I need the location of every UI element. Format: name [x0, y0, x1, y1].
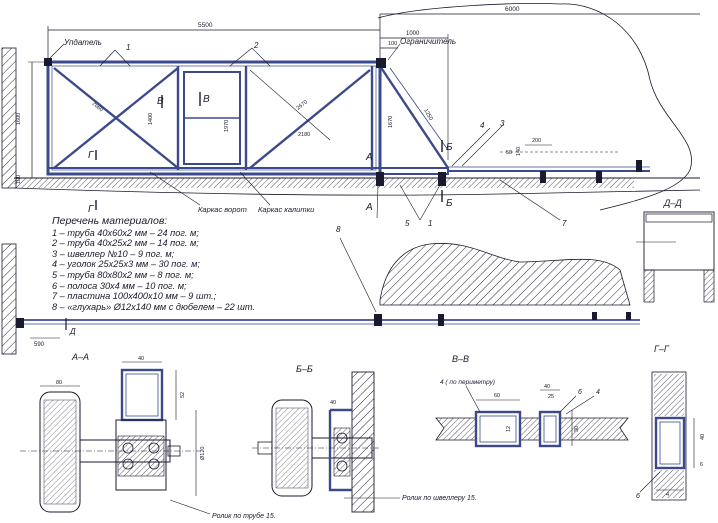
- dim-1250: 1250: [422, 108, 433, 122]
- frame-wicket-label: Каркас калитки: [258, 205, 315, 214]
- dim-100a: 100: [388, 41, 397, 47]
- dim-40d: 40: [700, 434, 706, 440]
- section-g-g-title: Г–Г: [654, 344, 670, 354]
- bottom-rail: [47, 167, 449, 175]
- section-g-top: Г: [88, 150, 95, 161]
- dim-6: 6: [700, 462, 703, 468]
- callout-4-vv: 4: [596, 389, 600, 396]
- section-a-bottom: А: [365, 202, 373, 213]
- dim-200: 200: [532, 138, 541, 144]
- section-g-bottom: Г: [88, 204, 95, 215]
- dim-1600: 1600: [16, 113, 22, 125]
- dim-1400: 1400: [148, 113, 154, 125]
- dim-400: Ø120: [200, 447, 206, 460]
- callout-8: 8: [336, 225, 341, 234]
- material-item: 8 – «глухарь» Ø12х140 мм с дюбелем – 22 …: [52, 301, 256, 312]
- material-item: 3 – швеллер №10 – 9 пог. м;: [52, 248, 175, 259]
- callout-1: 1: [126, 43, 130, 52]
- dim-1670: 1670: [388, 116, 394, 128]
- dim-30: 30: [574, 426, 580, 432]
- dim-50: 50: [506, 150, 512, 156]
- dim-12: 12: [506, 426, 512, 432]
- roller-channel-label: Ролик по швеллеру 15.: [402, 495, 477, 502]
- callout-6-gg: 6: [636, 493, 640, 500]
- section-b-top: Б: [446, 142, 453, 153]
- material-item: 6 – полоса 30х4 мм – 10 пог. м;: [52, 280, 187, 291]
- dim-40c: 40: [544, 384, 550, 390]
- dim-590: 590: [34, 342, 45, 348]
- material-item: 7 – пластина 100х400х10 мм – 9 шт.;: [52, 291, 217, 302]
- section-v-right: В: [203, 94, 210, 105]
- dim-6000: 6000: [505, 6, 520, 13]
- dim-80: 80: [56, 380, 62, 386]
- section-a-top: А: [365, 152, 373, 163]
- detail-b-b: [252, 371, 400, 513]
- detail-g-g: [639, 371, 695, 501]
- callout-3: 3: [500, 119, 505, 128]
- material-item: 5 – труба 80х80х2 мм – 8 пог. м;: [52, 269, 194, 280]
- section-v-v-title: В–В: [452, 354, 469, 364]
- frame-gate-label: Каркас ворот: [198, 205, 247, 214]
- section-b-b-title: Б–Б: [296, 364, 313, 374]
- dim-1000: 1000: [406, 31, 420, 37]
- limiter-right-label: Ограничитель: [400, 37, 456, 46]
- dim-60: 60: [494, 393, 500, 399]
- dim-2660: 2660: [91, 101, 104, 113]
- materials-list: Перечень материалов: 1 – труба 40х60х2 м…: [52, 216, 352, 312]
- callout-6-vv: 6: [578, 389, 582, 396]
- perimeter-note: 4 ( по периметру): [440, 379, 495, 386]
- section-a-a-title: А–А: [71, 352, 89, 362]
- left-post-wall: [1, 47, 17, 189]
- gate-elevation: [1, 3, 701, 221]
- ground-curve: [13, 187, 701, 196]
- limiter-left-label: Упдатель: [63, 38, 102, 47]
- section-d-d: [636, 211, 715, 303]
- materials-title: Перечень материалов:: [52, 215, 168, 227]
- section-d-d-title: Д–Д: [663, 198, 682, 208]
- dim-25: 25: [548, 394, 554, 400]
- plan-left-wall: [1, 243, 17, 355]
- callout-1b: 1: [428, 219, 432, 228]
- dim-52: 52: [180, 392, 186, 398]
- dim-5500: 5500: [198, 22, 213, 29]
- dim-2180: 2180: [298, 132, 310, 138]
- callout-4: 4: [480, 121, 485, 130]
- section-v-left: В: [157, 96, 164, 107]
- gate-plan-view: [1, 237, 640, 355]
- dim-40b: 40: [330, 400, 336, 406]
- dim-4: 4: [666, 492, 669, 498]
- section-b-bottom: Б: [446, 198, 453, 209]
- ground-strip: [14, 178, 634, 188]
- material-item: 4 – уголок 25х25х3 мм – 30 пог. м;: [52, 259, 200, 270]
- callout-5: 5: [405, 219, 410, 228]
- detail-a-a: [20, 361, 211, 515]
- callout-7: 7: [562, 219, 567, 228]
- material-item: 1 – труба 40х60х2 мм – 24 пог. м;: [52, 227, 199, 238]
- dim-140: 140: [516, 147, 522, 156]
- plan-hatched-area: [379, 243, 631, 306]
- dim-2670: 2670: [296, 99, 309, 111]
- callout-2: 2: [253, 41, 259, 50]
- detail-v-v: [435, 385, 629, 448]
- section-d-plan: Д: [69, 327, 76, 336]
- dim-1970: 1970: [224, 120, 230, 132]
- background-outline: [377, 3, 692, 211]
- dim-100b: 100: [16, 175, 22, 184]
- material-item: 2 – труба 40х25х2 мм – 14 пог. м;: [52, 238, 199, 249]
- dim-40a: 40: [138, 356, 144, 362]
- roller-pipe-label: Ролик по трубе 15.: [212, 512, 276, 520]
